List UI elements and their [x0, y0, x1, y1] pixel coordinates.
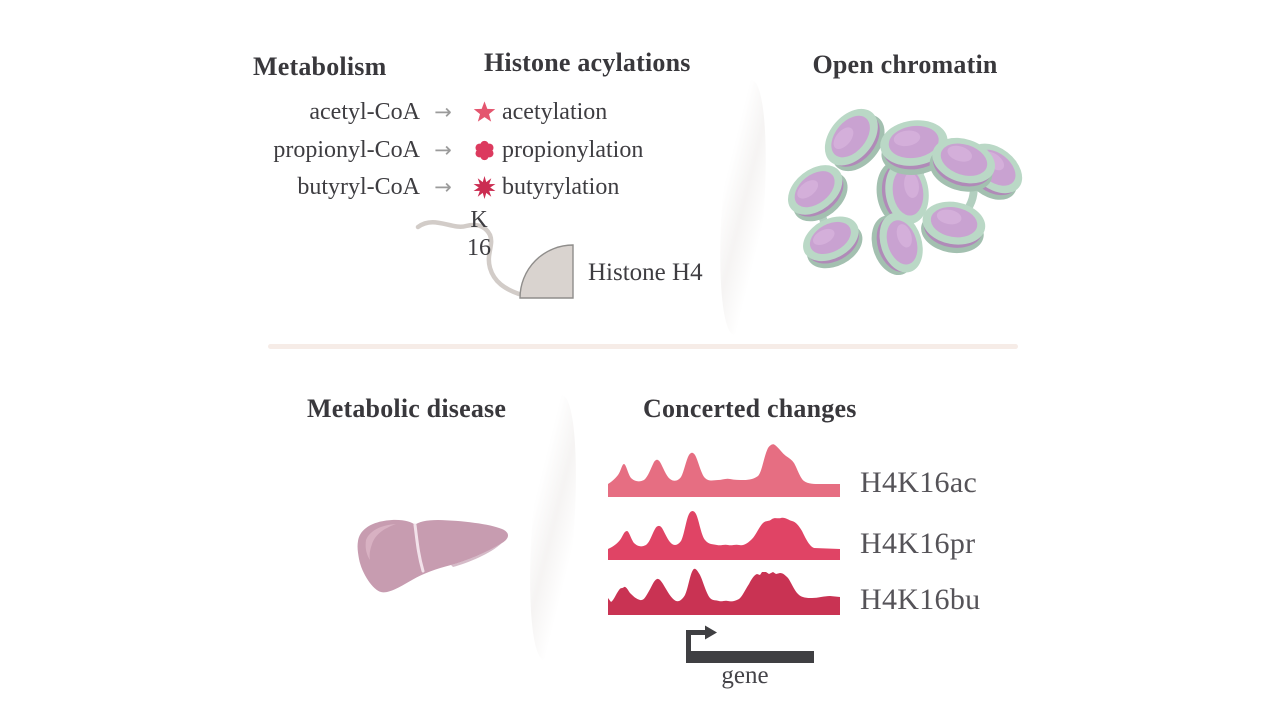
histone-acylations-heading: Histone acylations: [484, 48, 691, 77]
acylation-row-acetyl: acetyl-CoA → acetylation: [240, 96, 720, 128]
open-chromatin-heading: Open chromatin: [812, 50, 998, 79]
track-label-h4k16pr: H4K16pr: [860, 527, 976, 560]
liver-illustration: [357, 519, 508, 593]
falciform-ligament-line: [413, 523, 425, 573]
residue-letter: K: [470, 207, 488, 233]
liver-shade: [451, 543, 502, 567]
acylation-row-propionyl: propionyl-CoA → propionylation: [240, 134, 720, 166]
residue-number: 16: [467, 235, 491, 261]
section-divider: [268, 344, 1018, 349]
gene-body-bar: [686, 651, 814, 663]
metabolite-label: butyryl-CoA: [297, 173, 420, 200]
histone-tail-illustration: [415, 220, 574, 299]
burst-icon: [466, 175, 502, 200]
star-icon: [466, 100, 502, 125]
modification-label: butyrylation: [502, 173, 620, 200]
metabolic-disease-heading: Metabolic disease: [307, 394, 507, 423]
tss-stem: [686, 630, 705, 657]
flower-icon: [466, 139, 502, 162]
histone-tail-curve: [415, 220, 522, 297]
histone-h4-disc: [519, 244, 574, 299]
right-arrow-icon: →: [434, 100, 452, 124]
metabolite-label: propionyl-CoA: [273, 136, 420, 163]
track-profile: [608, 444, 840, 497]
modification-label: propionylation: [502, 136, 644, 163]
histone-h4-label: Histone H4: [588, 259, 703, 286]
concerted-changes-heading: Concerted changes: [643, 394, 857, 423]
signal-track-h4k16ac: [608, 444, 840, 497]
track-label-h4k16bu: H4K16bu: [860, 583, 981, 616]
track-label-h4k16ac: H4K16ac: [860, 466, 978, 499]
liver-body: [357, 519, 508, 593]
metabolite-label: acetyl-CoA: [309, 98, 420, 125]
gene-label: gene: [721, 662, 769, 689]
signal-track-h4k16bu: [608, 568, 840, 615]
nucleosome: [917, 196, 989, 258]
track-profile: [608, 568, 840, 615]
right-arrow-icon: →: [434, 138, 452, 162]
modification-label: acetylation: [502, 98, 608, 125]
gene-tss-arrow: [686, 625, 814, 663]
shading-swoosh-bottom: [522, 393, 584, 662]
nucleosome-cluster-illustration: [782, 98, 1032, 281]
tss-arrowhead: [705, 625, 717, 640]
shading-swoosh-top: [713, 78, 773, 337]
liver-highlight: [365, 524, 396, 560]
track-profile: [608, 511, 840, 560]
acylation-row-butyryl: butyryl-CoA → butyrylation: [240, 171, 720, 203]
signal-track-h4k16pr: [608, 511, 840, 560]
metabolism-heading: Metabolism: [253, 52, 387, 81]
right-arrow-icon: →: [434, 175, 452, 199]
